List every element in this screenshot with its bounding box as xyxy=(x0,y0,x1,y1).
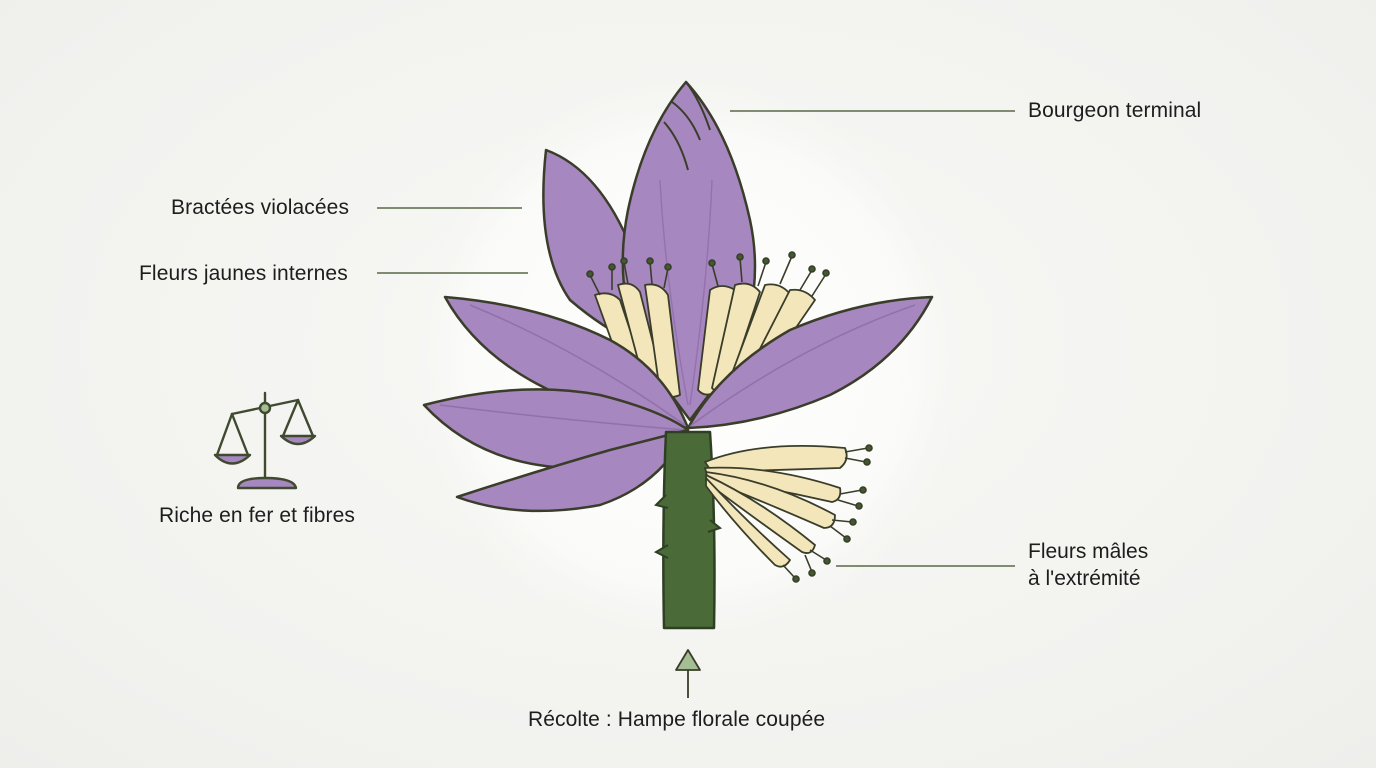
inner-flower-stamens xyxy=(586,251,830,297)
label-nutrition: Riche en fer et fibres xyxy=(159,504,355,527)
label-harvest: Récolte : Hampe florale coupée xyxy=(528,708,826,731)
bract-vein xyxy=(439,404,687,431)
up-arrow-icon xyxy=(675,649,701,698)
label-bracts: Bractées violacées xyxy=(171,196,350,219)
label-male-flowers-line2: à l'extrémité xyxy=(1028,567,1141,590)
balance-scale-icon xyxy=(213,391,317,490)
label-male-flowers: Fleurs mâles à l'extrémité xyxy=(1028,538,1148,592)
stem-nodes xyxy=(653,494,723,559)
bract-vein xyxy=(689,304,916,427)
male-flower-stamens xyxy=(782,444,873,583)
label-male-flowers-line1: Fleurs mâles xyxy=(1028,540,1149,563)
label-inner-flowers: Fleurs jaunes internes xyxy=(139,262,348,285)
bract-right xyxy=(686,295,934,430)
bud-vein-lines xyxy=(659,179,713,406)
male-flowers-cluster xyxy=(704,444,848,568)
bud-scale-lines xyxy=(663,81,711,171)
label-terminal-bud: Bourgeon terminal xyxy=(1028,99,1202,122)
bract-vein xyxy=(469,304,687,427)
